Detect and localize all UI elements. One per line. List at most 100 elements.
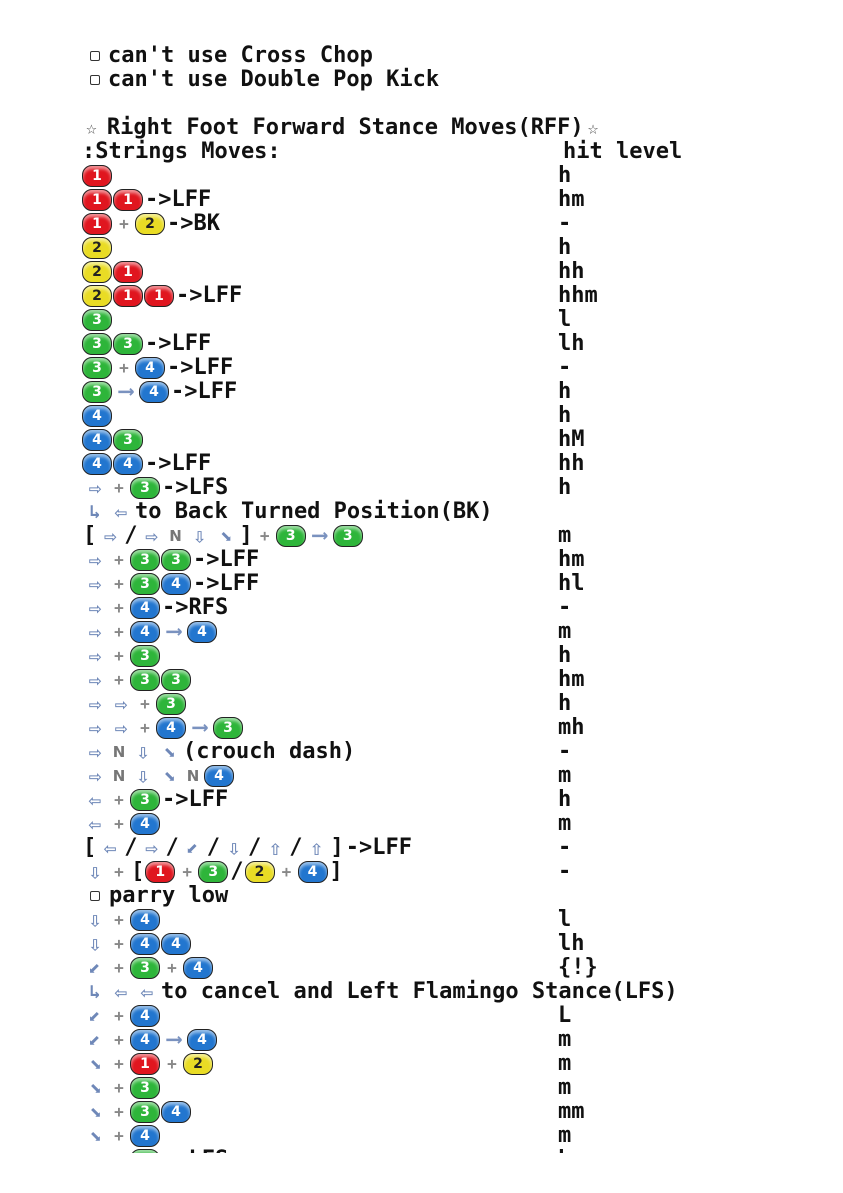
move-text: ->LFF <box>171 379 238 404</box>
move-text: ->LFS <box>162 1148 228 1153</box>
button-4-icon: 4 <box>130 621 160 643</box>
bracket-text: / <box>289 835 303 860</box>
plus-icon: + <box>119 214 129 233</box>
button-4-icon: 4 <box>187 621 217 643</box>
move-text: ->LFF <box>145 331 212 356</box>
button-4-icon: 4 <box>130 909 160 931</box>
move-notation: ⇦+4 <box>82 812 161 836</box>
bracket-text: / <box>248 835 262 860</box>
down-arrow-icon: ⇩ <box>88 860 102 884</box>
button-3-icon: 3 <box>130 645 160 667</box>
button-4-icon: 4 <box>130 1005 160 1027</box>
plus-icon: + <box>114 1006 124 1025</box>
plus-icon: + <box>114 910 124 929</box>
button-1-icon: 1 <box>130 1053 160 1075</box>
hit-level: lh <box>558 331 585 356</box>
button-4-icon: 4 <box>161 933 191 955</box>
up-arrow-icon: ⇧ <box>310 836 323 860</box>
move-notation: ⬋+3+4 <box>82 956 214 980</box>
button-4-icon: 4 <box>130 933 160 955</box>
bracket-text: [ <box>83 523 97 548</box>
down-arrow-icon: ⇩ <box>88 932 102 956</box>
button-3-icon: 3 <box>130 957 160 979</box>
button-4-icon: 4 <box>161 1101 191 1123</box>
hit-level: m <box>558 763 572 788</box>
header-hit-level: hit level <box>563 139 683 164</box>
move-notation: ⬊+3 <box>82 1076 161 1100</box>
button-3-icon: 3 <box>82 357 112 379</box>
move-text: ->LFF <box>193 571 260 596</box>
button-4-icon: 4 <box>204 765 234 787</box>
move-row: parry low <box>82 884 782 908</box>
move-notation: 1+2->BK <box>82 212 220 236</box>
hit-level: h <box>558 475 572 500</box>
back-arrow-icon: ⇦ <box>103 836 117 860</box>
move-text: (crouch dash) <box>183 739 356 764</box>
button-4-icon: 4 <box>135 357 165 379</box>
star-icon: ☆ <box>86 118 97 139</box>
plus-icon: + <box>140 718 150 737</box>
move-row: ⇩+[1+3/2+4]- <box>82 860 782 884</box>
forward-arrow-icon: ⇨ <box>103 524 117 548</box>
plus-icon: + <box>114 814 124 833</box>
button-1-icon: 1 <box>145 861 176 883</box>
button-2-icon: 2 <box>183 1053 213 1075</box>
up-arrow-icon: ⇧ <box>268 836 282 860</box>
move-row: ↳⇦to Back Turned Position(BK) <box>82 500 782 524</box>
button-3-icon: 3 <box>113 333 143 355</box>
corner-arrow-icon: ↳ <box>89 981 101 1003</box>
hit-level: m <box>558 1027 572 1052</box>
move-text: ->LFF <box>162 787 229 812</box>
down-arrow-icon: ⇩ <box>136 764 150 788</box>
back-arrow-icon: ⇦ <box>88 788 102 812</box>
plus-icon: + <box>114 790 124 809</box>
neutral-icon: N <box>169 527 182 545</box>
move-notation: ⇨N⇩⬊(crouch dash) <box>82 739 356 764</box>
button-3-icon: 3 <box>130 573 160 595</box>
move-notation: ⇩+[1+3/2+4] <box>82 860 344 884</box>
button-4-icon: 4 <box>130 1125 160 1147</box>
hit-level: mm <box>558 1099 585 1124</box>
move-row: ⬋+3+4{!} <box>82 956 782 980</box>
move-notation: ⇨+3 <box>82 644 161 668</box>
move-row: ⇨+4->RFS- <box>82 596 782 620</box>
bracket-text: ] <box>329 859 343 884</box>
button-1-icon: 1 <box>113 261 143 283</box>
down-forward-arrow-icon: ⬊ <box>162 740 176 764</box>
note-text: can't use Cross Chop <box>108 44 373 68</box>
button-2-icon: 2 <box>135 213 165 235</box>
hit-level: hhm <box>558 283 598 308</box>
move-notation: ⇨+4⟶4 <box>82 620 218 644</box>
button-4-icon: 4 <box>161 573 191 595</box>
down-forward-arrow-icon: ⬊ <box>88 1100 102 1124</box>
forward-arrow-icon: ⇨ <box>88 692 102 716</box>
button-3-icon: 3 <box>113 429 143 451</box>
move-text: ->LFF <box>193 547 260 572</box>
move-text: ->LFF <box>176 283 243 308</box>
down-arrow-icon: ⇩ <box>227 836 241 860</box>
move-notation: [⇦/⇨/⬋/⇩/⇧/⇧]->LFF <box>82 836 412 860</box>
plus-icon: + <box>114 1054 124 1073</box>
hit-level: L <box>558 1003 572 1028</box>
forward-arrow-icon: ⇨ <box>114 716 128 740</box>
hit-level: m <box>558 619 572 644</box>
header-moves: :Strings Moves: <box>82 139 281 164</box>
bracket-text: ] <box>239 523 253 548</box>
down-arrow-icon: ⇩ <box>136 740 150 764</box>
plus-icon: + <box>281 862 292 881</box>
down-forward-arrow-icon: ⬊ <box>82 1149 108 1153</box>
move-notation: ⇩+4 <box>82 908 161 932</box>
